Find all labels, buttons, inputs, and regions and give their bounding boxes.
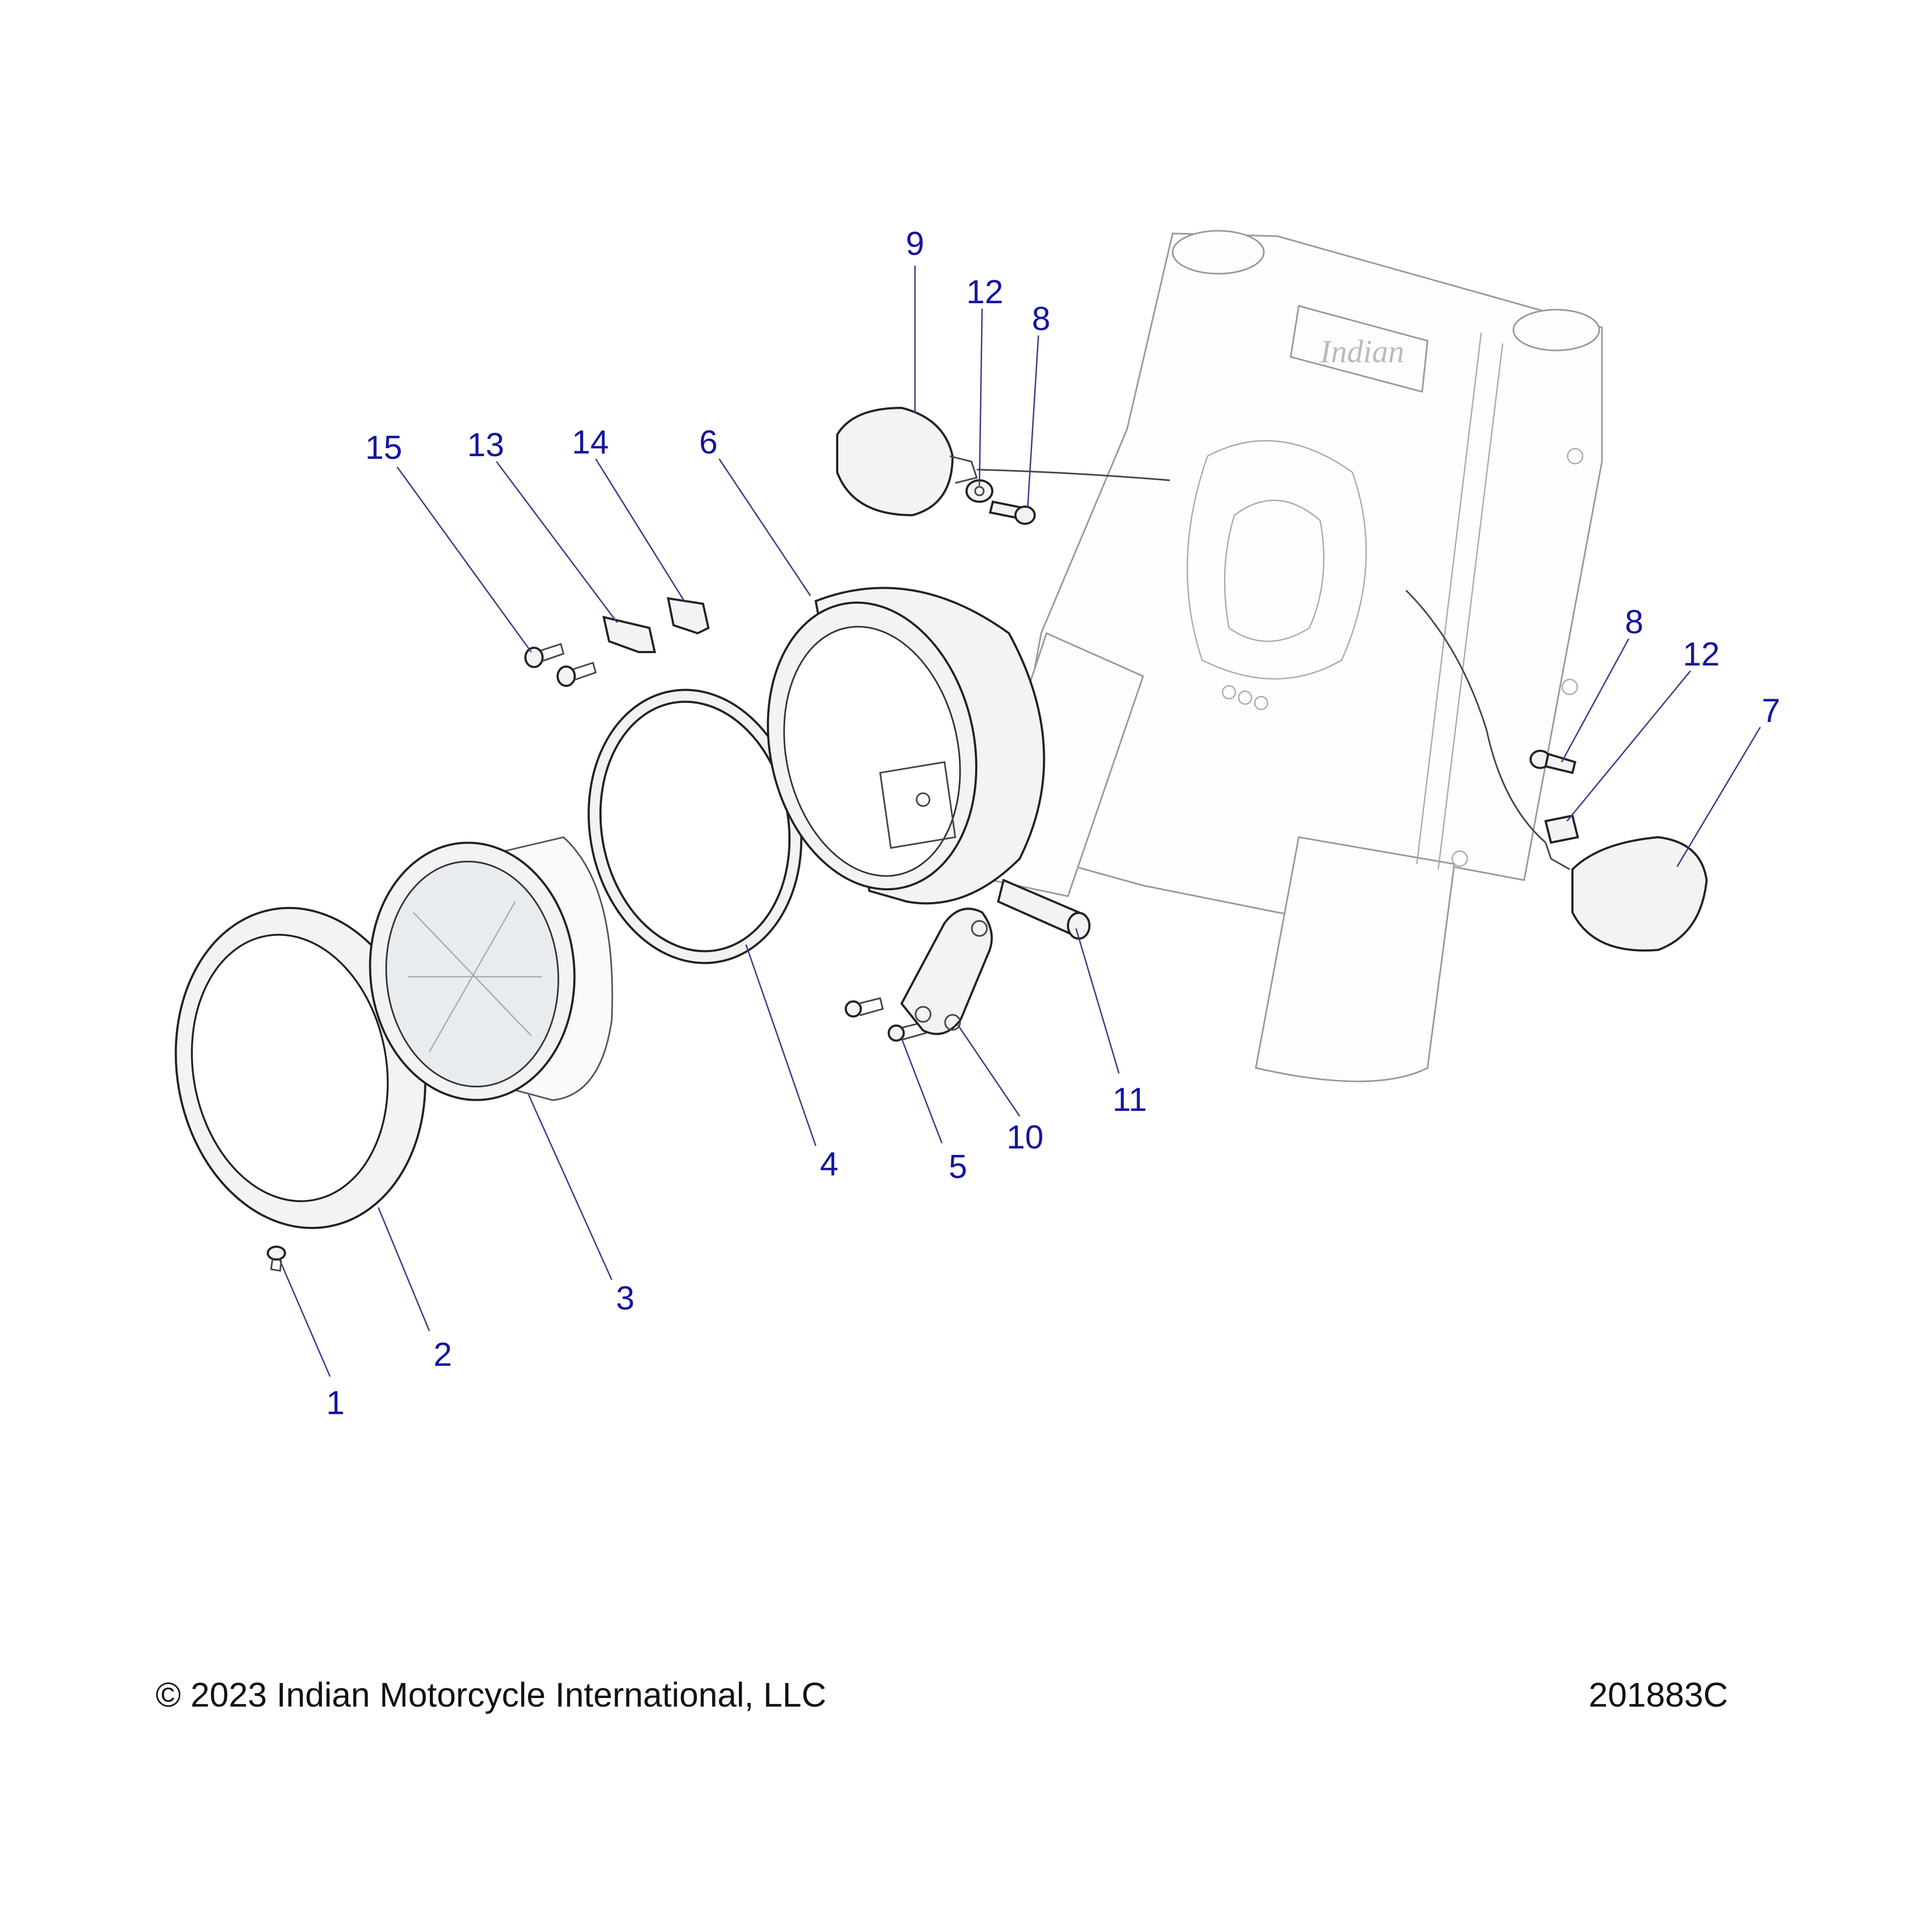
callout-11: 11 [1113, 1081, 1147, 1118]
fork-nacelle-assembly: Indian [965, 230, 1603, 1082]
leader-8a [1027, 335, 1040, 508]
leader-12a [978, 308, 983, 486]
part-2-trim-ring [174, 906, 427, 1230]
part-3-headlamp [369, 836, 613, 1101]
leader-12b [1566, 670, 1692, 822]
part-9-turn-signal [836, 406, 1170, 517]
part-13-clip [602, 616, 656, 653]
part-1-screw [267, 1246, 286, 1272]
callout-7: 7 [1762, 692, 1780, 729]
part-14-clip [667, 597, 710, 635]
footer: © 2023 Indian Motorcycle International, … [156, 1675, 1728, 1714]
part-10-mount-bracket [900, 908, 993, 1035]
part-15-screws [524, 643, 597, 687]
callout-labels: 1 2 3 4 5 6 7 8 8 9 10 11 12 12 13 14 15 [326, 225, 1780, 1422]
callout-3: 3 [616, 1280, 634, 1317]
callout-12b: 12 [1683, 636, 1720, 673]
callout-15: 15 [365, 429, 402, 466]
callout-1: 1 [326, 1385, 345, 1422]
callout-5: 5 [949, 1148, 967, 1185]
part-6-headlight-bucket [766, 587, 1045, 905]
leader-15 [396, 466, 532, 653]
leader-lines [278, 266, 1761, 1377]
leader-6 [718, 458, 811, 596]
copyright-text: © 2023 Indian Motorcycle International, … [156, 1675, 826, 1714]
part-8-bolt-right [1529, 750, 1577, 774]
drawing-number: 201883C [1589, 1675, 1728, 1714]
callout-14: 14 [572, 424, 609, 461]
part-11-long-bolt [997, 879, 1091, 940]
leader-7 [1676, 727, 1761, 867]
callout-2: 2 [434, 1336, 452, 1373]
logo-script: Indian [1320, 334, 1404, 369]
leader-11 [1075, 928, 1120, 1074]
callout-8b: 8 [1625, 604, 1643, 641]
leader-2 [377, 1207, 430, 1331]
callout-4: 4 [820, 1146, 838, 1183]
callout-6: 6 [699, 424, 718, 461]
callout-9: 9 [906, 225, 924, 262]
leader-4 [745, 944, 817, 1146]
callout-12a: 12 [967, 274, 1004, 311]
part-12-clamp-right [1544, 814, 1579, 844]
leader-13 [495, 461, 618, 623]
leader-10 [957, 1024, 1021, 1117]
leader-1 [278, 1258, 331, 1377]
callout-10: 10 [1007, 1119, 1044, 1156]
leader-3 [528, 1094, 613, 1280]
leader-14 [595, 458, 685, 602]
leader-8b [1561, 638, 1630, 763]
leader-5 [901, 1038, 943, 1144]
part-7-turn-signal [1405, 589, 1708, 952]
part-8-bolt-top [989, 500, 1036, 525]
callout-8a: 8 [1032, 301, 1050, 338]
callout-13: 13 [467, 427, 504, 464]
